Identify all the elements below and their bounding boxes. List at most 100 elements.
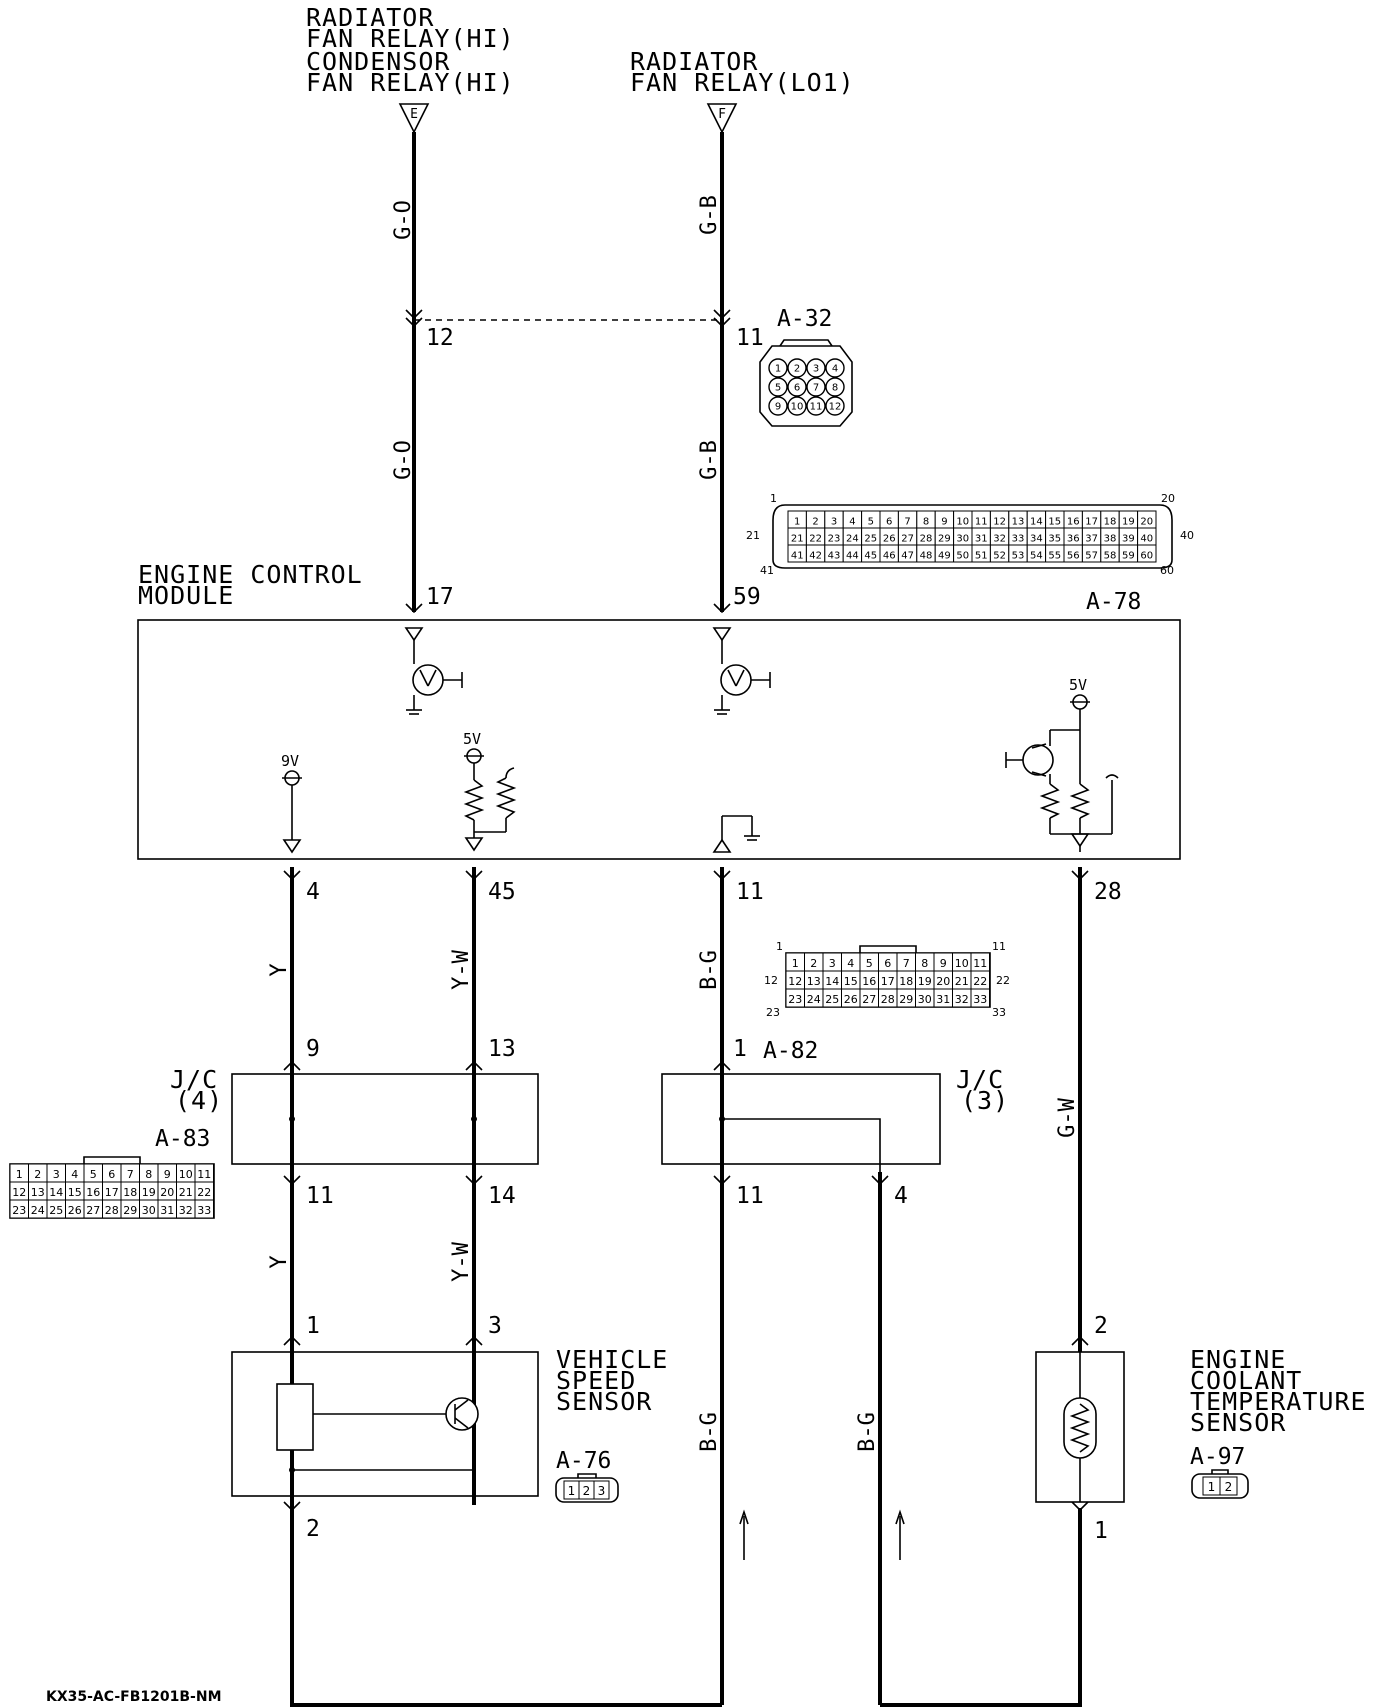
a78-pin-label: 4 bbox=[849, 516, 855, 527]
a82-pin-label: 19 bbox=[918, 975, 932, 988]
a32-cell bbox=[825, 358, 845, 378]
a82-pin-label: 18 bbox=[899, 975, 913, 988]
vss-label: VEHICLE SPEED SENSOR bbox=[556, 1345, 668, 1416]
pin-11-jc4: 11 bbox=[306, 1183, 334, 1209]
a32-cell bbox=[806, 377, 826, 397]
ecm-top-chevrons bbox=[405, 603, 731, 614]
wire-label-bg-lower-right: B-G bbox=[855, 1412, 880, 1452]
a32-chevrons bbox=[405, 309, 731, 328]
wire-label-gb-top: G-B bbox=[697, 195, 722, 235]
ect-label: ENGINE COOLANT TEMPERATURE SENSOR bbox=[1190, 1345, 1366, 1437]
a82-pin-label: 33 bbox=[973, 993, 987, 1006]
a76-pin-label: 2 bbox=[583, 1484, 591, 1498]
a82-pin-label: 31 bbox=[936, 993, 950, 1006]
a32-cell bbox=[787, 396, 807, 416]
a78-pin-label: 38 bbox=[1104, 533, 1117, 544]
wire-label-go-top: G-O bbox=[391, 200, 416, 240]
a78-pin-label: 31 bbox=[975, 533, 988, 544]
jc3-label-line-2: (3) bbox=[961, 1086, 1009, 1115]
ecm-label: ENGINE CONTROL MODULE bbox=[138, 560, 363, 610]
a78-corner-tr: 20 bbox=[1161, 492, 1175, 505]
a78-pin-label: 15 bbox=[1048, 516, 1061, 527]
ect-bottom-chevrons bbox=[1071, 1501, 1089, 1512]
jc3-label-line-1: J/C bbox=[956, 1065, 1004, 1094]
a83-pin-label: 22 bbox=[197, 1186, 211, 1199]
ect-thermistor bbox=[1063, 1352, 1097, 1502]
a82-side-r: 22 bbox=[996, 974, 1010, 987]
a78-pin-label: 48 bbox=[920, 550, 933, 561]
jc4-label: J/C (4) bbox=[170, 1065, 222, 1115]
a82-corner-tr: 11 bbox=[992, 940, 1006, 953]
a76-pin-label: 3 bbox=[598, 1484, 606, 1498]
a78-pin-label: 50 bbox=[956, 550, 969, 561]
connector-a76-id: A-76 bbox=[556, 1448, 611, 1474]
a32-pin-label: 11 bbox=[810, 402, 823, 413]
a32-cell bbox=[768, 358, 788, 378]
ect-label-line-2: COOLANT bbox=[1190, 1366, 1302, 1395]
a78-pin-label: 29 bbox=[938, 533, 951, 544]
vss-label-line-3: SENSOR bbox=[556, 1387, 652, 1416]
a83-pin-label: 1 bbox=[16, 1168, 23, 1181]
a82-corner-tl: 1 bbox=[776, 940, 783, 953]
a78-pin-label: 60 bbox=[1140, 550, 1153, 561]
jc3-box bbox=[661, 1073, 941, 1165]
a82-pin-label: 12 bbox=[788, 975, 802, 988]
top-left-label-line-2: FAN RELAY(HI) bbox=[306, 24, 515, 53]
a78-pin-label: 53 bbox=[1012, 550, 1025, 561]
a32-cell bbox=[806, 396, 826, 416]
a83-pin-label: 15 bbox=[68, 1186, 82, 1199]
a82-pin-label: 26 bbox=[844, 993, 858, 1006]
a78-pin-label: 40 bbox=[1140, 533, 1153, 544]
a82-pin-label: 24 bbox=[807, 993, 821, 1006]
a83-pin-label: 33 bbox=[197, 1204, 211, 1217]
wire-ground-loop-right bbox=[880, 1508, 1082, 1707]
a82-pin-label: 27 bbox=[862, 993, 876, 1006]
a78-cell bbox=[1137, 544, 1157, 563]
a78-pin-label: 25 bbox=[864, 533, 877, 544]
a78-pin-label: 37 bbox=[1085, 533, 1098, 544]
a78-pin-label: 58 bbox=[1104, 550, 1117, 561]
a97-pin-label: 1 bbox=[1208, 1480, 1216, 1494]
a82-pin-label: 25 bbox=[825, 993, 839, 1006]
a82-pin-label: 9 bbox=[940, 957, 947, 970]
top-left-label: RADIATOR FAN RELAY(HI) CONDENSOR FAN REL… bbox=[306, 3, 515, 97]
top-left-label-line-4: FAN RELAY(HI) bbox=[306, 68, 515, 97]
a83-pin-label: 11 bbox=[197, 1168, 211, 1181]
a78-pin-label: 11 bbox=[975, 516, 988, 527]
a32-cell bbox=[768, 396, 788, 416]
pin-3-vss: 3 bbox=[488, 1313, 502, 1339]
vss-label-line-1: VEHICLE bbox=[556, 1345, 668, 1374]
jc4-splice-yw bbox=[471, 1116, 477, 1122]
vss-label-line-2: SPEED bbox=[556, 1366, 636, 1395]
a78-pin-label: 43 bbox=[828, 550, 841, 561]
ecm-label-line-1: ENGINE CONTROL bbox=[138, 560, 363, 589]
a78-pin-label: 3 bbox=[831, 516, 837, 527]
a78-pin-label: 54 bbox=[1030, 550, 1043, 561]
ecm-bottom-chevrons bbox=[283, 870, 1089, 881]
a82-pin-label: 4 bbox=[847, 957, 854, 970]
a82-side-l: 12 bbox=[764, 974, 778, 987]
a83-pin-label: 17 bbox=[105, 1186, 119, 1199]
a78-pin-label: 1 bbox=[794, 516, 800, 527]
pin-13: 13 bbox=[488, 1036, 516, 1062]
a82-pin-label: 5 bbox=[866, 957, 873, 970]
a78-pin-label: 21 bbox=[791, 533, 804, 544]
top-left-label-line-3: CONDENSOR bbox=[306, 47, 450, 76]
wire-label-y-lower: Y bbox=[267, 1255, 292, 1268]
a32-cell bbox=[806, 358, 826, 378]
a83-pin-label: 21 bbox=[179, 1186, 193, 1199]
pin-17: 17 bbox=[426, 584, 454, 610]
a82-pin-label: 2 bbox=[810, 957, 817, 970]
a83-pin-label: 24 bbox=[31, 1204, 45, 1217]
a78-side-l: 21 bbox=[746, 529, 760, 542]
a78-pin-label: 2 bbox=[812, 516, 818, 527]
a78-pin-label: 13 bbox=[1012, 516, 1025, 527]
a82-pin-label: 20 bbox=[936, 975, 950, 988]
a78-pin-label: 35 bbox=[1048, 533, 1061, 544]
a32-pin-label: 4 bbox=[832, 364, 838, 375]
a83-pin-label: 30 bbox=[142, 1204, 156, 1217]
voltage-5v-b: 5V bbox=[1069, 676, 1087, 694]
a78-pin-label: 32 bbox=[993, 533, 1006, 544]
a83-pin-label: 16 bbox=[86, 1186, 100, 1199]
a83-pin-label: 31 bbox=[160, 1204, 174, 1217]
